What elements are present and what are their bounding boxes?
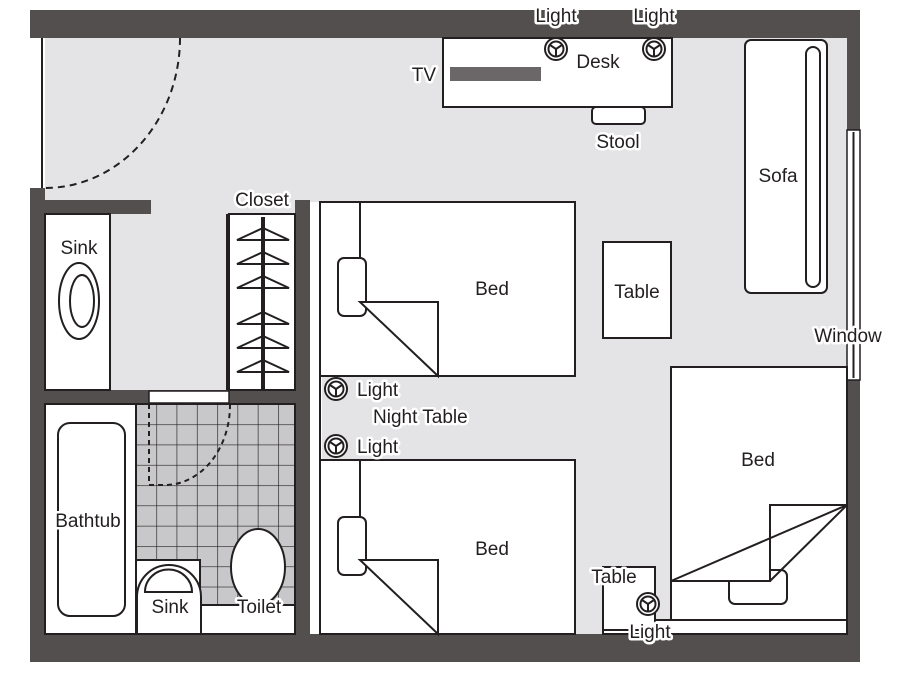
night-table-label: Night Table: [373, 407, 468, 428]
stool-label: Stool: [596, 132, 639, 153]
light-icon: [324, 377, 348, 401]
closet-label: Closet: [235, 190, 290, 211]
light-icon: [642, 37, 666, 61]
table-small-label: Table: [591, 567, 636, 588]
toilet: [230, 528, 286, 606]
tv: [450, 67, 541, 81]
table-center: [602, 241, 672, 339]
bed-right-label: Bed: [741, 450, 775, 471]
bed-upper-label: Bed: [475, 279, 509, 300]
entrance-door-swing: [44, 37, 181, 189]
sofa-label: Sofa: [758, 166, 798, 187]
tv-label: TV: [412, 65, 437, 86]
pillow: [337, 516, 367, 576]
table-center-label: Table: [614, 282, 659, 303]
window-label: Window: [814, 326, 882, 347]
bath-sink: [136, 564, 202, 635]
pillow: [337, 257, 367, 317]
wall: [295, 200, 310, 634]
light-night-lower-label: Light: [357, 437, 399, 458]
light-icon: [324, 434, 348, 458]
sink-vanity-label: Sink: [61, 238, 98, 259]
bed-lower-label: Bed: [475, 539, 509, 560]
desk-label: Desk: [576, 52, 620, 73]
bathtub-label: Bathtub: [55, 511, 121, 532]
sink-bath-label: Sink: [152, 597, 189, 618]
light-table-label: Light: [629, 622, 671, 643]
sink-basin-icon: [58, 262, 100, 340]
light-icon: [636, 592, 660, 616]
light-desk-right-label: Light: [633, 6, 675, 27]
stool: [591, 106, 646, 125]
light-night-upper-label: Light: [357, 380, 399, 401]
wall: [45, 200, 151, 214]
bathroom-door-opening: [148, 390, 230, 404]
light-icon: [544, 37, 568, 61]
bathroom-door-swing: [148, 403, 232, 486]
toilet-label: Toilet: [237, 597, 282, 618]
light-desk-left-label: Light: [535, 6, 577, 27]
bathtub: [57, 422, 126, 617]
